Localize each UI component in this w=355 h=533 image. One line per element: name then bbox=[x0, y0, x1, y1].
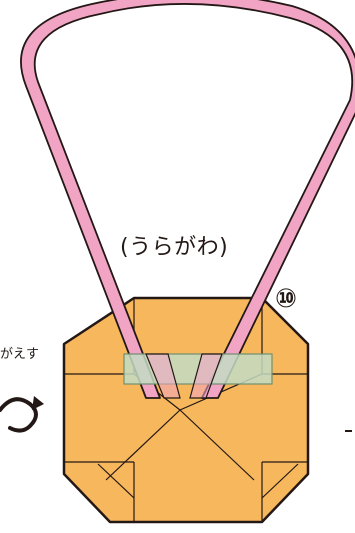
back-side-label: (うらがわ) bbox=[120, 235, 229, 260]
step-number-label: ⑩ bbox=[275, 284, 298, 314]
flip-instruction-label: がえす bbox=[0, 347, 40, 362]
ribbon-loop bbox=[20, 0, 355, 399]
flip-arrowhead-icon bbox=[32, 396, 44, 410]
ribbon-ends bbox=[145, 353, 223, 399]
flip-arrow-icon bbox=[0, 397, 38, 433]
